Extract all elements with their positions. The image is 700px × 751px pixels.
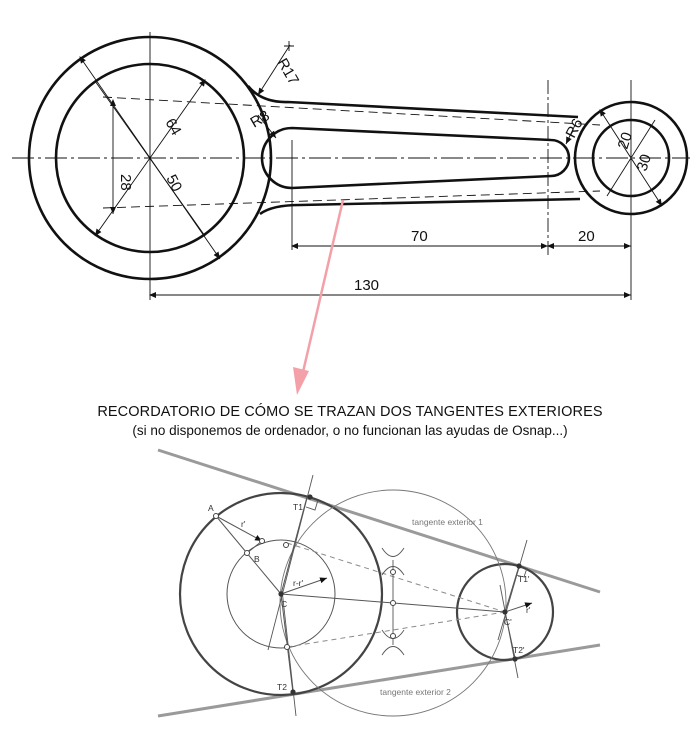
label-r-small: r' [526,605,531,615]
extension-t2p [499,584,519,679]
r-minus-rprime-vector [280,577,328,595]
r17-leader [257,44,291,96]
dashed-c-to-t2 [286,611,506,648]
label-20-small: 20 [615,130,636,151]
label-t2-prime: T2' [513,645,525,655]
label-r17: R17 [274,56,302,88]
r-prime-vector-2 [246,540,263,554]
r17-center-mark [284,41,294,51]
label-20-bottom: 20 [578,228,595,245]
radius-cp-t1p [504,565,520,613]
big-outer-circle [27,35,273,281]
slot-outline [260,126,571,190]
drawing-dimension-labels: R17 R8 R6 64 50 28 20 30 70 20 130 [117,56,655,295]
label-t2: T2 [277,682,287,692]
circle-c-prime [455,562,555,662]
dim-20-line [606,119,656,197]
rprime-small-vector [504,602,533,613]
label-b: B [254,554,260,564]
r-prime-vector [215,515,263,542]
dashed-line-bottom [102,190,601,209]
label-64: 64 [162,116,185,139]
label-30: 30 [634,152,655,173]
upper-arm-edge [246,85,579,119]
circle-c-outer [178,491,384,697]
label-r6: R6 [563,116,587,141]
connecting-rod-drawing [12,32,690,300]
caption-subtitle: (si no disponemos de ordenador, o no fun… [132,423,568,438]
label-tangente-1: tangente exterior 1 [412,517,483,527]
small-outer-circle [573,100,689,216]
lower-arm-edge [259,197,581,216]
tangent-line-2 [157,643,601,718]
pointer-arrow [293,199,345,395]
label-130: 130 [354,277,379,294]
extension-t1p [497,539,528,641]
label-50: 50 [162,172,185,195]
label-c: C [281,599,287,609]
radius-c-t1 [280,496,308,595]
right-angle-t1p [515,567,528,578]
r8-leader [257,114,277,139]
label-a: A [208,503,214,513]
label-t1: T1 [293,502,303,512]
radius-c-t2 [280,593,294,694]
circle-c-inner [226,539,336,649]
tangent-construction [157,448,601,718]
label-r-minus-r: r-r' [293,578,303,588]
label-70: 70 [411,228,428,245]
label-t1-prime: T1' [518,574,530,584]
tangent-points [278,494,522,695]
construction-points [213,513,396,650]
r6-leader [565,124,576,145]
label-tangente-2: tangente exterior 2 [380,687,451,697]
label-r-prime: r' [241,519,246,529]
caption-title: RECORDATORIO DE CÓMO SE TRAZAN DOS TANGE… [97,404,603,420]
construction-labels: A B C C' T1 T2 T1' T2' r' r-r' r' tangen… [208,502,531,697]
extension-t1 [267,474,314,651]
dashed-line-top [102,96,601,126]
extension-t2 [281,589,297,717]
dashed-c-to-t1 [286,542,506,613]
label-28: 28 [117,174,134,191]
label-r8: R8 [248,107,273,131]
right-angle-t1 [305,499,319,511]
label-c-prime: C' [504,617,512,627]
